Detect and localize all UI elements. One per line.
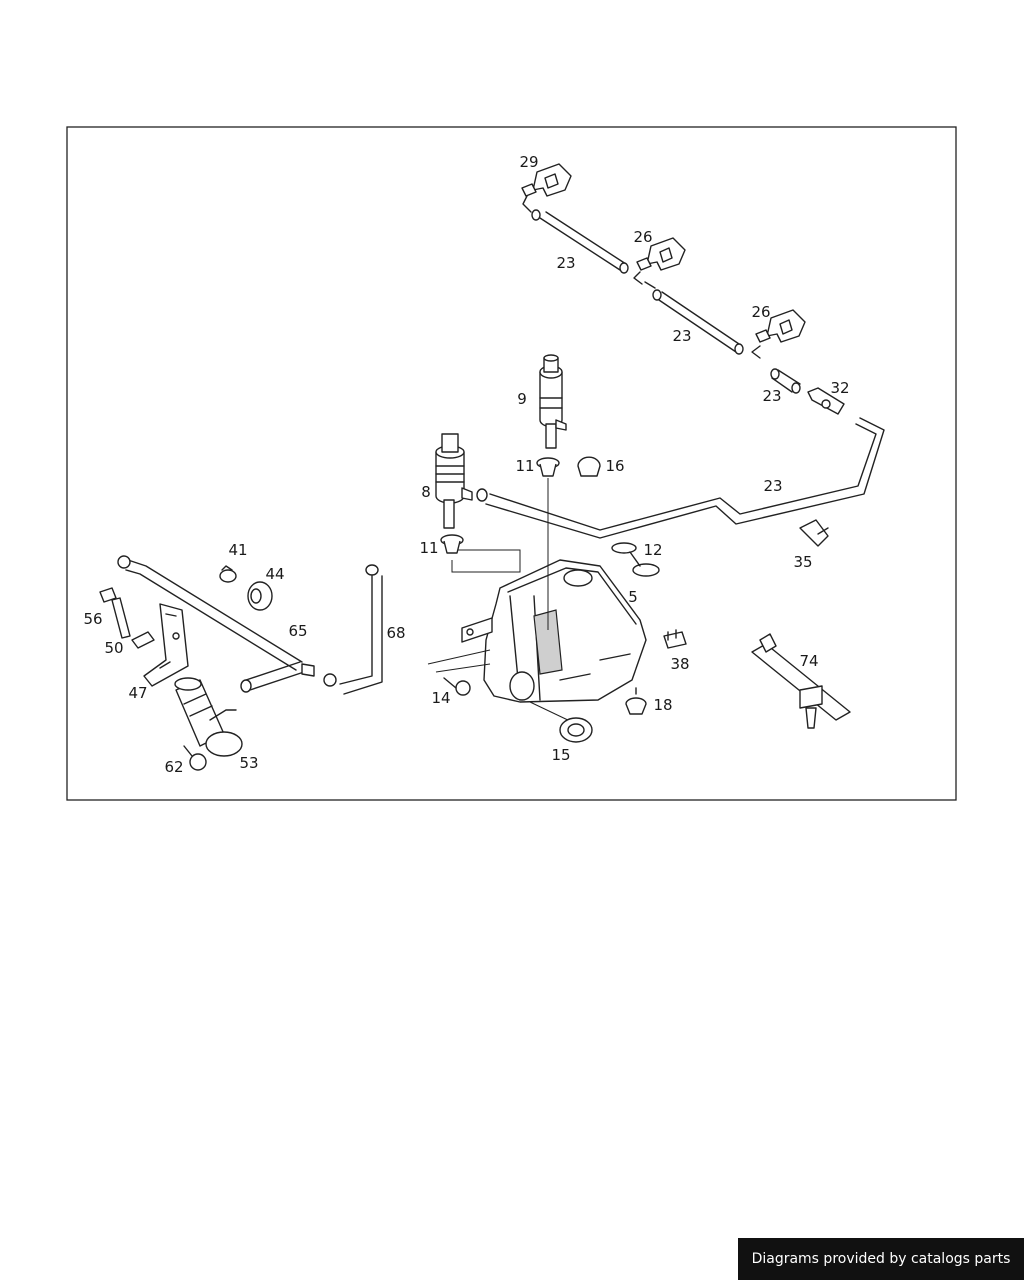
screw-14 [443, 677, 471, 696]
callout-29: 29 [519, 153, 538, 171]
callout-11-b: 11 [419, 539, 438, 557]
callout-23-c: 23 [762, 387, 781, 405]
leader-15 [529, 701, 573, 723]
callout-23-a: 23 [556, 254, 575, 272]
callout-56: 56 [83, 610, 102, 628]
plug-18 [625, 687, 647, 715]
grommet-11-a [536, 457, 560, 477]
reservoir-5 [461, 559, 647, 703]
callout-32: 32 [830, 379, 849, 397]
plug-16 [577, 456, 601, 477]
hose-65 [117, 555, 315, 693]
leader-14 [427, 649, 491, 673]
strap-74 [751, 633, 851, 729]
nozzle-29 [521, 163, 572, 213]
callout-14: 14 [431, 689, 450, 707]
callout-16: 16 [605, 457, 624, 475]
callout-74: 74 [799, 652, 818, 670]
callout-11-a: 11 [515, 457, 534, 475]
callout-23-b: 23 [672, 327, 691, 345]
nozzle-26-b [751, 309, 806, 359]
grommet-15 [559, 717, 593, 743]
cap-12 [611, 542, 660, 577]
callout-15: 15 [551, 746, 570, 764]
connector-32 [807, 387, 845, 415]
credit-banner: Diagrams provided by catalogs parts [738, 1238, 1024, 1280]
callout-53: 53 [239, 754, 258, 772]
sensor-56 [99, 587, 131, 639]
grommet-44 [247, 581, 273, 611]
callout-38: 38 [670, 655, 689, 673]
callout-9: 9 [517, 390, 527, 408]
pump-53 [174, 677, 243, 757]
clip-50 [131, 631, 155, 649]
callout-35: 35 [793, 553, 812, 571]
leader-8-reservoir [451, 549, 521, 573]
pump-9 [539, 354, 567, 449]
callout-26-b: 26 [751, 303, 770, 321]
hose-23-b [652, 289, 744, 355]
callout-65: 65 [288, 622, 307, 640]
clamp-41 [219, 565, 237, 583]
callout-26-a: 26 [633, 228, 652, 246]
hose-68 [323, 564, 383, 695]
callout-62: 62 [164, 758, 183, 776]
callout-12: 12 [643, 541, 662, 559]
grommet-11-b [440, 534, 464, 554]
callout-18: 18 [653, 696, 672, 714]
callout-47: 47 [128, 684, 147, 702]
callout-44: 44 [265, 565, 284, 583]
callout-8: 8 [421, 483, 431, 501]
bracket-47 [143, 603, 189, 687]
callout-41: 41 [228, 541, 247, 559]
callout-23-d: 23 [763, 477, 782, 495]
nozzle-26-a [633, 237, 686, 289]
hose-23-a [531, 209, 629, 274]
clip-38 [663, 629, 687, 649]
hose-23-d [476, 417, 885, 539]
callout-68: 68 [386, 624, 405, 642]
diagram-frame [66, 126, 957, 801]
hose-23-c [770, 368, 801, 394]
clip-35 [799, 519, 829, 547]
callout-50: 50 [104, 639, 123, 657]
screw-62 [183, 745, 207, 771]
pump-8 [435, 433, 473, 529]
callout-5: 5 [628, 588, 638, 606]
